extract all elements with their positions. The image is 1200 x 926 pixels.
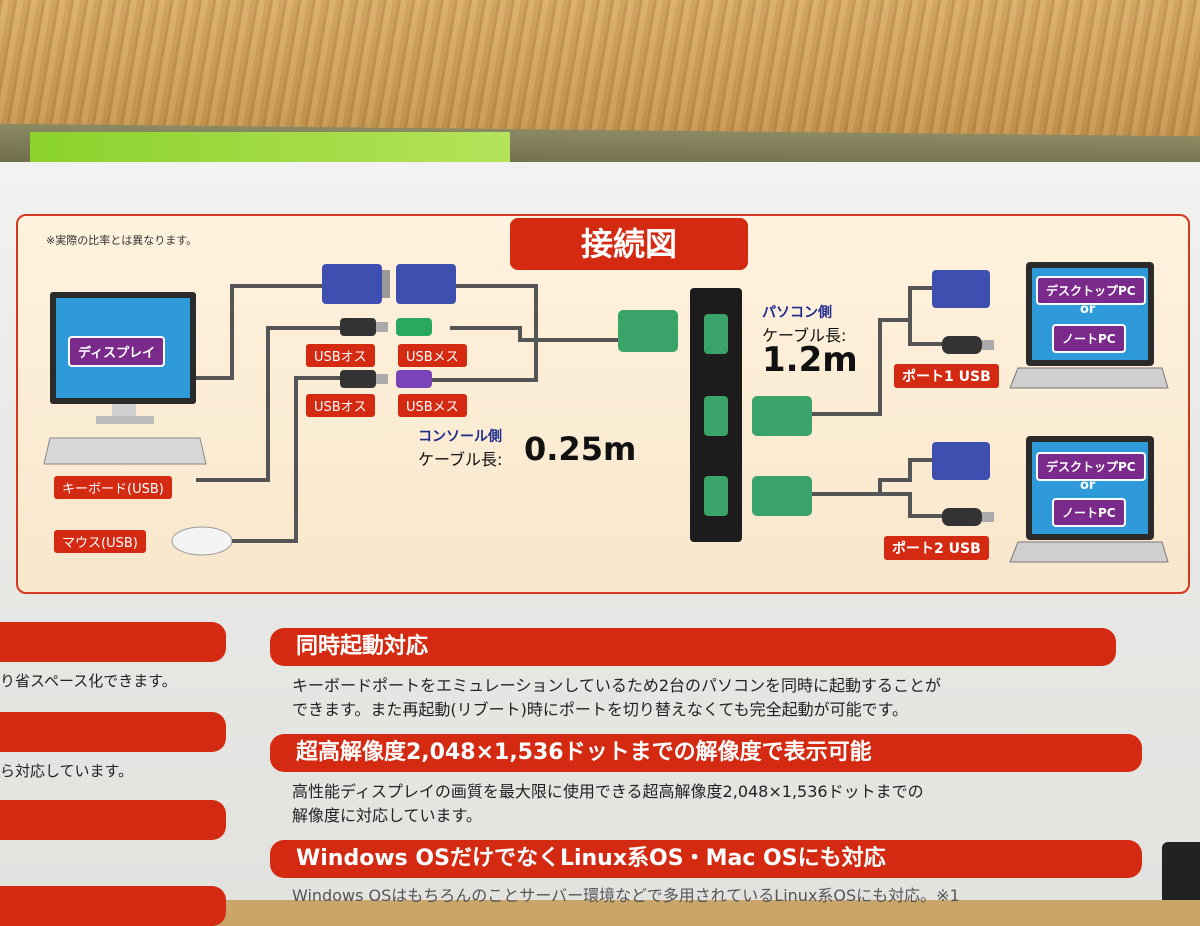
pc-cable-label: ケーブル長: bbox=[762, 326, 847, 345]
port1-label: ポート1 USB bbox=[894, 364, 999, 388]
dark-object-edge bbox=[1162, 842, 1200, 900]
usb-female-tag: USBメス bbox=[398, 344, 467, 367]
left-section-bar bbox=[0, 622, 226, 662]
kvm-switch-icon bbox=[690, 288, 742, 542]
diagram-note: ※実際の比率とは異なります。 bbox=[46, 234, 198, 247]
console-side-heading: コンソール側 bbox=[418, 429, 502, 445]
keyboard-label: キーボード(USB) bbox=[54, 476, 172, 499]
left-section-text: り省スペース化できます。 bbox=[0, 672, 177, 690]
usb-male-tag: USBオス bbox=[306, 344, 375, 367]
feature-title-simultaneous-boot: 同時起動対応 bbox=[270, 628, 1116, 666]
left-section-bar bbox=[0, 886, 226, 926]
pc-label-or: or bbox=[1080, 302, 1096, 317]
vga-male-connector-icon bbox=[322, 264, 390, 304]
pc-label-desktop: デスクトップPC bbox=[1036, 276, 1146, 305]
display-label: ディスプレイ bbox=[68, 336, 166, 367]
left-section-text: ら対応しています。 bbox=[0, 762, 134, 780]
feature-text: Windows OSはもちろんのことサーバー環境などで多用されているLinux系… bbox=[292, 886, 960, 905]
pc-cable-length: 1.2m bbox=[762, 340, 858, 380]
mouse-label: マウス(USB) bbox=[54, 530, 146, 553]
box-green-flap bbox=[30, 132, 510, 164]
pc-label-notebook: ノートPC bbox=[1052, 324, 1126, 353]
pc-label-or: or bbox=[1080, 478, 1096, 493]
usb-female-tag: USBメス bbox=[398, 394, 467, 417]
usb-male-tag: USBオス bbox=[306, 394, 375, 417]
feature-title-os-support: Windows OSだけでなくLinux系OS・Mac OSにも対応 bbox=[270, 840, 1142, 878]
mouse-icon bbox=[171, 526, 233, 556]
console-cable-label: ケーブル長: bbox=[418, 450, 503, 469]
feature-title-resolution: 超高解像度2,048×1,536ドットまでの解像度で表示可能 bbox=[270, 734, 1142, 772]
port2-label: ポート2 USB bbox=[884, 536, 989, 560]
feature-text: キーボードポートをエミュレーションしているため2台のパソコンを同時に起動すること… bbox=[292, 676, 942, 695]
left-section-bar bbox=[0, 800, 226, 840]
pc-side-heading: パソコン側 bbox=[762, 305, 832, 321]
console-cable-length: 0.25m bbox=[524, 430, 637, 468]
vga-female-connector-icon bbox=[396, 264, 456, 304]
diagram-title: 接続図 bbox=[510, 218, 748, 270]
feature-text: できます。また再起動(リブート)時にポートを切り替えなくても完全起動が可能です。 bbox=[292, 700, 909, 719]
keyboard-icon bbox=[43, 437, 207, 465]
pc-label-desktop: デスクトップPC bbox=[1036, 452, 1146, 481]
pc-label-notebook: ノートPC bbox=[1052, 498, 1126, 527]
feature-text: 高性能ディスプレイの画質を最大限に使用できる超高解像度2,048×1,536ドッ… bbox=[292, 782, 924, 801]
left-section-bar bbox=[0, 712, 226, 752]
feature-text: 解像度に対応しています。 bbox=[292, 806, 482, 825]
